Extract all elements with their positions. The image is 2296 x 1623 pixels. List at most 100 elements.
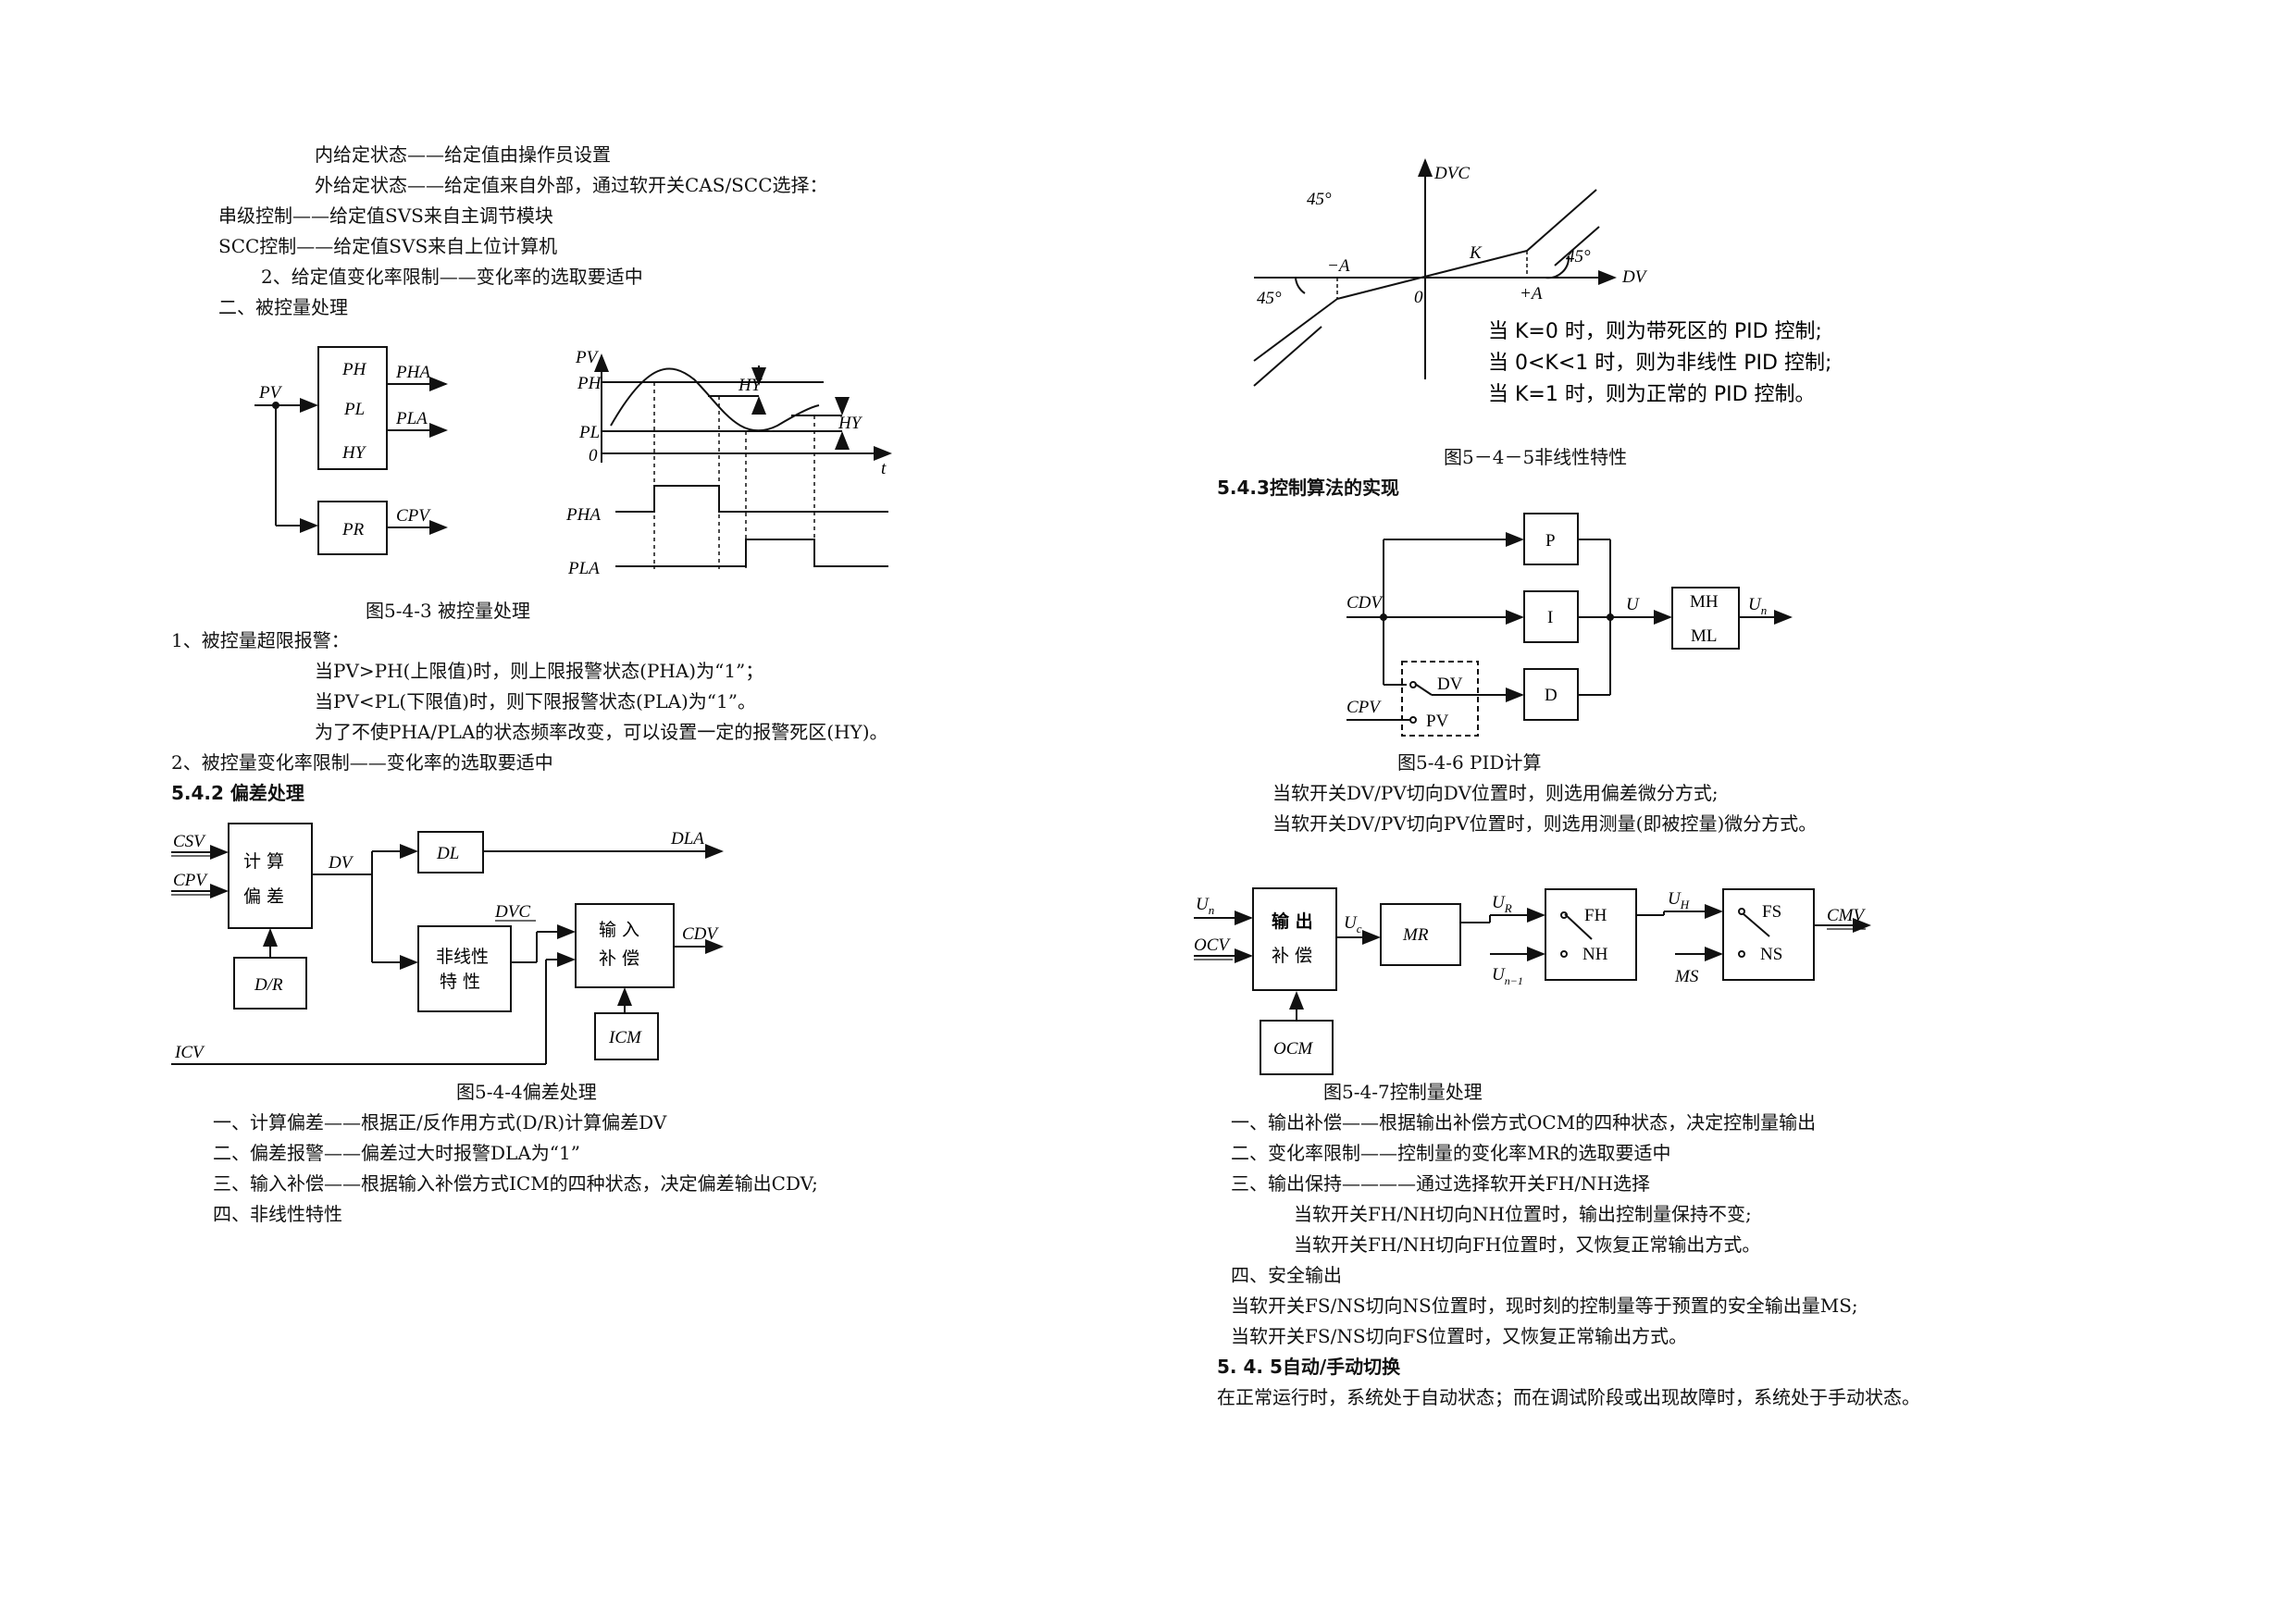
text-hold-nh: 当软开关FH/NH切向NH位置时，输出控制量保持不变; (1294, 1203, 1752, 1225)
label-hy-box: HY (341, 443, 367, 463)
text-pid-pv: 当软开关DV/PV切向PV位置时，则选用测量(即被控量)微分方式。 (1272, 812, 1818, 835)
label-hy-2: HY (838, 414, 863, 433)
label-neg-a: −A (1327, 256, 1350, 276)
label-zero: 0 (589, 446, 598, 465)
label-uc: Uc (1344, 913, 1362, 935)
text-nonlinear: 四、非线性特性 (213, 1203, 342, 1225)
label-d: D (1545, 686, 1558, 705)
label-u: U (1626, 595, 1640, 614)
label-cdv: CDV (682, 924, 719, 944)
text-rate-limit: 二、变化率限制——控制量的变化率MR的选取要适中 (1231, 1142, 1671, 1164)
caption-fig-5-4-3: 图5-4-3 被控量处理 (366, 600, 531, 622)
label-ml: ML (1691, 626, 1718, 646)
label-dv-switch: DV (1437, 675, 1463, 694)
label-ocm: OCM (1273, 1039, 1313, 1059)
note-k-one: 当 K=1 时，则为正常的 PID 控制。 (1488, 383, 1816, 406)
label-nonlinear-2: 特 性 (440, 972, 480, 992)
heading-5-4-2: 5.4.2 偏差处理 (171, 782, 304, 804)
label-cpv-in: CPV (1347, 698, 1382, 717)
text-alarm-deadband: 为了不使PHA/PLA的状态频率改变，可以设置一定的报警死区(HY)。 (315, 721, 888, 743)
label-nonlinear-1: 非线性 (436, 947, 489, 967)
text-pv-processing-heading: 二、被控量处理 (218, 296, 348, 318)
label-pha-wave: PHA (565, 505, 601, 525)
label-zero-origin: 0 (1414, 288, 1423, 307)
label-45deg-left: 45° (1257, 289, 1282, 308)
label-csv: CSV (173, 832, 206, 851)
label-cpv-out: CPV (396, 506, 431, 526)
caption-fig-5-4-4: 图5-4-4偏差处理 (456, 1081, 597, 1103)
figure-5-4-6: P I D CDV CPV DV PV U MH ML Un (1347, 513, 1793, 737)
label-comp-1: 输 入 (599, 920, 639, 940)
label-un-in: Un (1196, 895, 1214, 917)
label-hy-1: HY (738, 376, 763, 395)
text-output-hold: 三、输出保持————通过选择软开关FH/NH选择 (1231, 1172, 1650, 1195)
label-comp-2: 补 偿 (599, 948, 639, 969)
label-un-minus-1: Un−1 (1492, 965, 1523, 987)
label-t: t (881, 459, 887, 478)
label-un-out: Un (1748, 595, 1767, 617)
label-uh: UH (1668, 889, 1690, 911)
label-pv-switch: PV (1426, 712, 1449, 731)
label-pl-box: PL (343, 400, 365, 419)
figure-5-4-5: DVC DV 45° 45° 45° −A +A K 0 当 K=0 时，则为带… (1253, 158, 1831, 406)
label-cmv: CMV (1827, 906, 1867, 925)
note-k-between: 当 0<K<1 时，则为非线性 PID 控制; (1488, 352, 1831, 375)
label-dr: D/R (254, 975, 283, 995)
text-cascade-control: 串级控制——给定值SVS来自主调节模块 (218, 204, 553, 227)
label-k: K (1469, 243, 1483, 263)
text-external-setpoint: 外给定状态——给定值来自外部，通过软开关CAS/SCC选择： (315, 174, 828, 196)
label-dvc: DVC (494, 902, 530, 922)
label-45deg-right: 45° (1566, 247, 1591, 266)
text-alarm-heading: 1、被控量超限报警： (171, 629, 350, 651)
heading-5-4-3: 5.4.3控制算法的实现 (1217, 477, 1399, 499)
text-input-compensation: 三、输入补偿——根据输入补偿方式ICM的四种状态，决定偏差输出CDV; (213, 1172, 818, 1195)
text-auto-manual: 在正常运行时，系统处于自动状态；而在调试阶段或出现故障时，系统处于手动状态。 (1217, 1386, 1920, 1408)
note-k-zero: 当 K=0 时，则为带死区的 PID 控制; (1488, 320, 1822, 343)
caption-fig-5-4-6: 图5-4-6 PID计算 (1397, 751, 1542, 774)
text-pid-dv: 当软开关DV/PV切向DV位置时，则选用偏差微分方式; (1272, 782, 1719, 804)
label-pha-out: PHA (395, 363, 430, 382)
label-cdv-in: CDV (1347, 593, 1384, 613)
label-ur: UR (1492, 893, 1512, 915)
text-compute-deviation: 一、计算偏差——根据正/反作用方式(D/R)计算偏差DV (213, 1111, 667, 1134)
label-dla: DLA (670, 829, 704, 849)
label-output-comp-2: 补 偿 (1272, 946, 1312, 966)
label-icm: ICM (608, 1028, 642, 1047)
label-fh: FH (1584, 906, 1607, 925)
text-safe-output: 四、安全输出 (1231, 1264, 1342, 1286)
text-output-compensation: 一、输出补偿——根据输出补偿方式OCM的四种状态，决定控制量输出 (1231, 1111, 1817, 1134)
text-internal-setpoint: 内给定状态——给定值由操作员设置 (315, 143, 611, 166)
label-pv-axis: PV (575, 348, 600, 367)
label-output-comp-1: 输 出 (1272, 911, 1313, 932)
label-45deg-top: 45° (1307, 190, 1332, 209)
label-p: P (1545, 531, 1556, 551)
text-pv-rate-limit: 2、被控量变化率限制——变化率的选取要适中 (171, 751, 553, 774)
label-pla-out: PLA (395, 409, 428, 428)
label-dvc-axis: DVC (1433, 164, 1470, 183)
label-cpv: CPV (173, 871, 208, 890)
figure-5-4-4: CSV CPV 计 算 偏 差 D/R DV DL DLA 非线性 特 性 DV… (171, 823, 724, 1065)
text-alarm-high: 当PV>PH(上限值)时，则上限报警状态(PHA)为“1”； (315, 660, 764, 682)
label-dv-axis: DV (1621, 267, 1648, 287)
label-ph-box: PH (341, 360, 367, 379)
text-hold-fh: 当软开关FH/NH切向FH位置时，又恢复正常输出方式。 (1294, 1233, 1761, 1256)
label-icv: ICV (174, 1043, 205, 1062)
label-nh: NH (1582, 945, 1608, 964)
text-safe-fs: 当软开关FS/NS切向FS位置时，又恢复正常输出方式。 (1231, 1325, 1688, 1347)
label-ocv: OCV (1194, 935, 1231, 955)
caption-fig-5-4-7: 图5-4-7控制量处理 (1323, 1081, 1483, 1103)
caption-fig-5-4-5: 图5－4－5非线性特性 (1444, 446, 1628, 468)
figure-5-4-7: Un OCV 输 出 补 偿 OCM Uc MR UR FH NH Un−1 U… (1194, 887, 1871, 1075)
label-calc-1: 计 算 (243, 851, 284, 872)
text-scc-control: SCC控制——给定值SVS来自上位计算机 (218, 235, 558, 257)
figure-5-4-3: PV PH PL HY PHA PLA PR CPV PV PH PL 0 t … (254, 346, 892, 578)
label-pos-a: +A (1520, 284, 1543, 304)
label-mr: MR (1402, 925, 1429, 945)
heading-5-4-5: 5. 4. 5自动/手动切换 (1217, 1356, 1401, 1378)
label-mh: MH (1690, 592, 1719, 612)
text-setpoint-rate-limit: 2、给定值变化率限制——变化率的选取要适中 (261, 266, 643, 288)
text-alarm-low: 当PV<PL(下限值)时，则下限报警状态(PLA)为“1”。 (315, 690, 756, 712)
label-pla-wave: PLA (567, 559, 600, 578)
label-ns: NS (1760, 945, 1782, 964)
label-fs: FS (1762, 902, 1781, 922)
